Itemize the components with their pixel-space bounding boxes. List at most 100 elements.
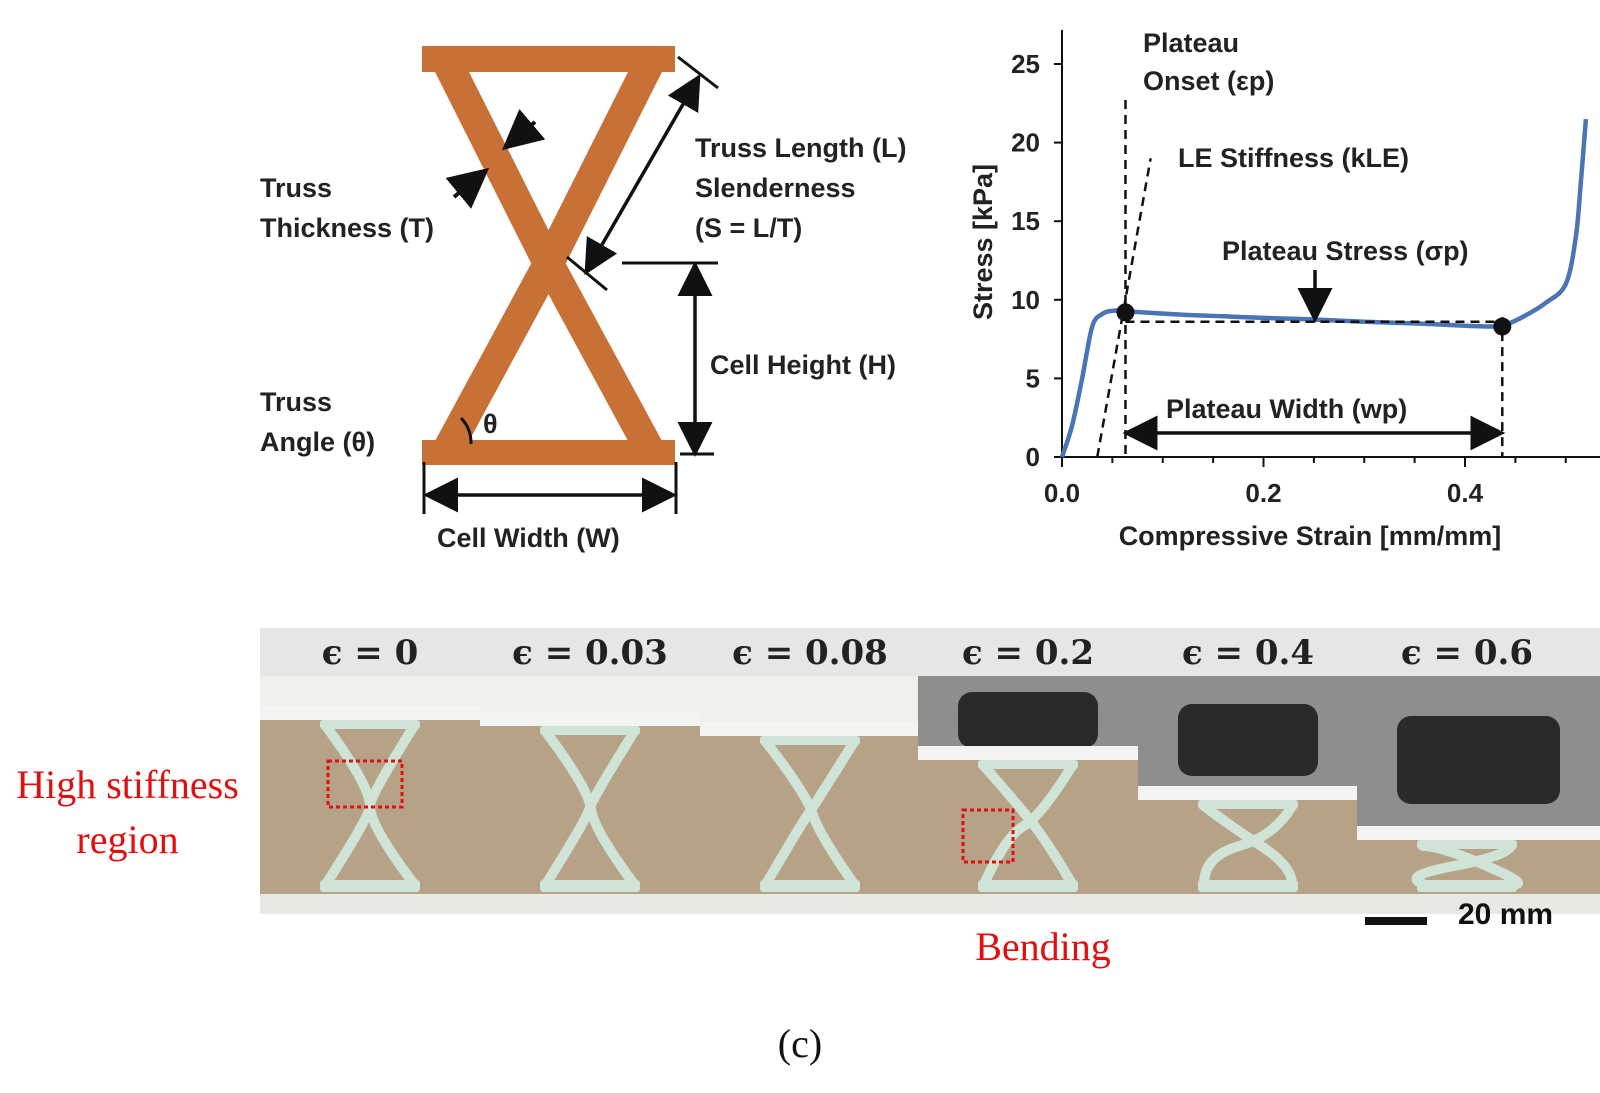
clamp [1397, 716, 1560, 804]
x-tick-label: 0.0 [1044, 478, 1080, 508]
upper-platen [918, 746, 1138, 760]
cell-width-label: Cell Width (W) [437, 523, 620, 553]
bending-label: Bending [975, 924, 1111, 969]
specimen-strut [1199, 801, 1297, 889]
specimen-bottom-bar [1198, 880, 1298, 892]
specimen-top-bar [760, 736, 860, 745]
cell-height-label: Cell Height (H) [710, 350, 896, 380]
strain-label: ϵ = 0.6 [1401, 633, 1533, 673]
y-tick-label: 10 [1011, 285, 1040, 315]
figure-caption: (c) [777, 1021, 823, 1066]
y-tick-label: 15 [1011, 206, 1040, 236]
specimen-strut [1199, 801, 1297, 889]
specimen-strut [761, 737, 859, 889]
plateau-onset-label-2: Onset (εp) [1143, 66, 1274, 96]
specimen-bottom-bar [320, 880, 420, 892]
scale-bar [1365, 917, 1427, 925]
frame-1: ϵ = 0.03 [480, 628, 700, 914]
x-axis-title: Compressive Strain [mm/mm] [1119, 521, 1502, 551]
lower-platen [480, 894, 700, 914]
x-tick-label: 0.2 [1245, 478, 1281, 508]
frame-5: ϵ = 0.6 [1357, 628, 1600, 914]
strain-label: ϵ = 0.2 [962, 633, 1094, 673]
upper-platen [700, 722, 920, 736]
truss-angle-label-1: Truss [260, 387, 333, 417]
lower-platen [1138, 894, 1358, 914]
crosshead [700, 676, 920, 722]
specimen-strut [321, 721, 419, 889]
unit-cell-diagram: θ [422, 46, 719, 514]
plateau-onset-label: Plateau [1143, 28, 1239, 58]
y-tick-label: 5 [1026, 363, 1040, 393]
upper-platen [1357, 826, 1600, 840]
frame-header [260, 628, 480, 676]
thickness-arrow-top [501, 109, 546, 151]
lower-platen [1357, 894, 1600, 914]
high-stiffness-label-2: region [76, 817, 179, 862]
strain-label: ϵ = 0.03 [512, 633, 668, 673]
crosshead [480, 676, 700, 712]
truss-thickness-label-1: Truss [260, 173, 333, 203]
upper-platen [1138, 786, 1358, 800]
slenderness-label: Slenderness [695, 173, 856, 203]
specimen-top-bar [320, 720, 420, 729]
strain-label: ϵ = 0.08 [732, 633, 888, 673]
specimen-bottom-bar [760, 880, 860, 892]
frame-header [700, 628, 920, 676]
specimen-top-bar [978, 760, 1078, 769]
specimen-strut [541, 727, 639, 889]
thickness-arrow-bottom [445, 167, 490, 209]
plateau-stress-label: Plateau Stress (σp) [1222, 236, 1469, 266]
specimen-bottom-bar [1417, 880, 1517, 892]
plateau-width-label: Plateau Width (wp) [1166, 394, 1407, 424]
specimen-bottom-bar [978, 880, 1078, 892]
y-tick-label: 25 [1011, 49, 1040, 79]
frame-header [480, 628, 700, 676]
specimen-strut [1418, 841, 1523, 890]
theta-symbol: θ [483, 409, 498, 439]
upper-platen [480, 712, 700, 726]
truss-angle-label-2: Angle (θ) [260, 427, 376, 457]
frame-0: ϵ = 0 [260, 628, 480, 914]
truss-length-label: Truss Length (L) [695, 133, 907, 163]
plateau-marker [1116, 303, 1135, 322]
specimen-strut [979, 761, 1077, 889]
y-tick-label: 20 [1011, 128, 1040, 158]
upper-platen [260, 706, 480, 720]
specimen-top-bar [1198, 800, 1298, 809]
frame-4: ϵ = 0.4 [1138, 628, 1358, 914]
clamp [1178, 704, 1318, 776]
specimen-strut [1411, 841, 1516, 889]
y-tick-label: 0 [1026, 442, 1040, 472]
slenderness-formula: (S = L/T) [695, 213, 803, 243]
y-axis-title: Stress [kPa] [968, 164, 998, 320]
high-stiffness-label-1: High stiffness [16, 762, 239, 807]
frame-header [1357, 628, 1600, 676]
lower-platen [260, 894, 480, 914]
specimen-bottom-bar [540, 880, 640, 892]
frame-header [1138, 628, 1358, 676]
crosshead [260, 676, 480, 706]
compression-frames: ϵ = 0 ϵ = 0.03 ϵ = 0.08 ϵ = 0.2 ϵ = 0.4 ϵ = 0… [260, 628, 1600, 914]
frame-header [918, 628, 1138, 676]
plateau-marker [1493, 317, 1512, 336]
truss-thickness-label-2: Thickness (T) [260, 213, 435, 243]
lower-platen [918, 894, 1138, 914]
angle-arc [459, 416, 473, 445]
length-arrow [584, 73, 701, 276]
high-stiffness-box [326, 759, 404, 809]
frame-2: ϵ = 0.08 [700, 628, 920, 914]
bending-box [961, 808, 1015, 864]
specimen-top-bar [540, 726, 640, 735]
x-tick-label: 0.4 [1447, 478, 1484, 508]
lower-platen [700, 894, 920, 914]
clamp [958, 692, 1098, 748]
scale-label: 20 mm [1458, 898, 1554, 931]
frame-3: ϵ = 0.2 [918, 628, 1138, 914]
specimen-strut [979, 761, 1077, 889]
length-tick-top [677, 55, 719, 90]
strain-label: ϵ = 0.4 [1182, 633, 1314, 673]
le-stiffness-label: LE Stiffness (kLE) [1178, 143, 1409, 173]
strain-label: ϵ = 0 [322, 633, 419, 673]
